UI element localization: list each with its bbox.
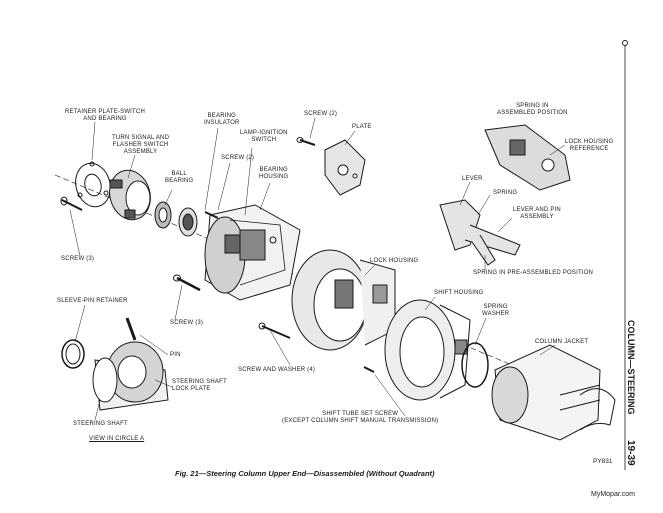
plate-part: [324, 139, 366, 196]
bearing-housing-part: [204, 204, 301, 301]
label-screw-2b: SCREW (2): [221, 155, 255, 161]
bearing-insulator-part: [178, 207, 198, 237]
label-steering-shaft: STEERING SHAFT: [73, 421, 128, 427]
label-column-jacket: COLUMN JACKET: [535, 339, 589, 345]
page-number: 19-39: [625, 440, 636, 466]
lock-housing-part: [291, 249, 396, 351]
view-circle-a-part: [61, 317, 169, 411]
label-steering-shaft-lock: STEERING SHAFT LOCK PLATE: [172, 379, 227, 392]
label-pin: PIN: [170, 352, 181, 358]
label-lamp-ignition: LAMP-IGNITION SWITCH: [240, 130, 288, 143]
label-lock-housing: LOCK HOUSING: [370, 258, 419, 264]
label-lock-housing-ref: LOCK HOUSING REFERENCE: [565, 139, 614, 152]
figure-caption: Fig. 21—Steering Column Upper End—Disass…: [175, 469, 435, 478]
watermark: MyMopar.com: [591, 491, 635, 498]
shift-housing-part: [384, 299, 471, 401]
label-lever-pin: LEVER AND PIN ASSEMBLY: [513, 207, 561, 220]
label-lever: LEVER: [462, 176, 483, 182]
lever-part: [439, 199, 521, 266]
label-view-circle-a: VIEW IN CIRCLE A: [89, 436, 145, 442]
label-screw-3a: SCREW (3): [61, 256, 95, 262]
label-turn-signal: TURN SIGNAL AND FLASHER SWITCH ASSEMBLY: [112, 135, 170, 155]
label-spring-pre: SPRING IN PRE-ASSEMBLED POSITION: [473, 270, 594, 276]
label-shift-tube: SHIFT TUBE SET SCREW (EXCEPT COLUMN SHIF…: [282, 411, 439, 424]
label-sleeve-pin: SLEEVE-PIN RETAINER: [57, 298, 128, 304]
label-bearing-housing: BEARING HOUSING: [259, 167, 289, 180]
label-spring-washer: SPRING WASHER: [482, 304, 510, 317]
section-title: COLUMN—STEERING: [626, 320, 636, 415]
label-shift-housing: SHIFT HOUSING: [434, 290, 484, 296]
column-jacket-part: [491, 344, 616, 441]
label-spring-assembled: SPRING IN ASSEMBLED POSITION: [497, 103, 568, 116]
retainer-plate-part: [75, 161, 111, 208]
screw-left-part: [60, 196, 83, 211]
lock-housing-ref-part: [484, 124, 571, 191]
figure-code: PY831: [593, 458, 613, 465]
label-ball-bearing: BALL BEARING: [165, 171, 194, 184]
ball-bearing-part: [154, 201, 172, 229]
label-bearing-insulator: BEARING INSULATOR: [204, 113, 240, 126]
label-screw-washer: SCREW AND WASHER (4): [238, 367, 316, 373]
turn-signal-part: [109, 169, 151, 221]
label-spring: SPRING: [493, 190, 518, 196]
label-screw-3b: SCREW (3): [170, 320, 204, 326]
label-plate: PLATE: [352, 124, 372, 130]
label-screw-2a: SCREW (2): [304, 111, 338, 117]
label-retainer-plate: RETAINER PLATE-SWITCH AND BEARING: [65, 109, 145, 122]
